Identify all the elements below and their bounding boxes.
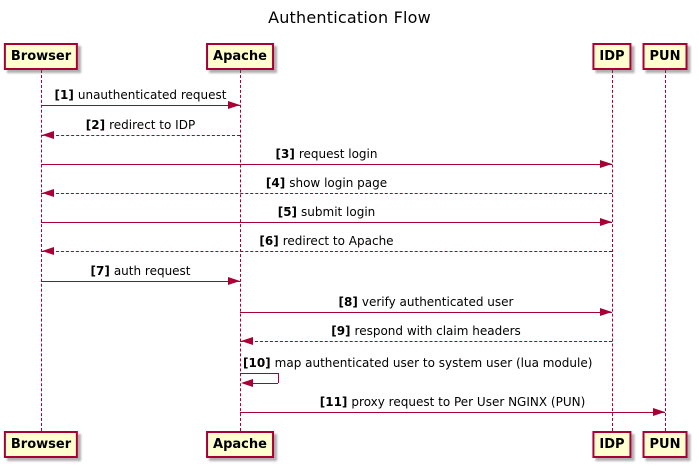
lifeline-browser — [41, 70, 42, 431]
message-number: [11] — [319, 395, 348, 409]
message-label: [6]redirect to Apache — [259, 234, 393, 248]
message-line — [41, 222, 612, 223]
message-arrowhead — [600, 218, 612, 226]
message-arrowhead — [241, 379, 253, 387]
message-label: [11]proxy request to Per User NGINX (PUN… — [320, 395, 586, 409]
message-text: respond with claim headers — [354, 324, 521, 338]
message-label: [3]request login — [276, 147, 378, 161]
message-self-line-right — [278, 373, 279, 383]
message-text: redirect to IDP — [109, 118, 196, 132]
message-line — [41, 164, 612, 165]
lifeline-idp — [612, 70, 613, 431]
diagram-title: Authentication Flow — [268, 8, 431, 27]
message-text: redirect to Apache — [282, 234, 394, 248]
message-line — [240, 412, 665, 413]
message-arrowhead — [42, 189, 54, 197]
message-number: [10] — [243, 356, 271, 370]
message-text: proxy request to Per User NGINX (PUN) — [351, 395, 586, 409]
participant-pun-top: PUN — [642, 43, 688, 70]
message-text: show login page — [289, 176, 388, 190]
message-arrowhead — [653, 408, 665, 416]
message-number: [9] — [331, 324, 351, 338]
message-label: [10]map authenticated user to system use… — [243, 356, 592, 370]
message-label: [8]verify authenticated user — [339, 295, 514, 309]
message-label: [9]respond with claim headers — [331, 324, 521, 338]
message-line — [41, 193, 612, 194]
message-label: [4]show login page — [266, 176, 387, 190]
message-number: [3] — [275, 147, 295, 161]
participant-pun-bottom: PUN — [642, 431, 688, 458]
message-arrowhead — [228, 101, 240, 109]
message-arrowhead — [42, 131, 54, 139]
message-line — [41, 251, 612, 252]
message-line — [240, 312, 612, 313]
message-arrowhead — [241, 337, 253, 345]
message-text: auth request — [113, 264, 191, 278]
lifeline-pun — [665, 70, 666, 431]
participant-apache-top: Apache — [206, 43, 274, 70]
message-text: submit login — [301, 205, 376, 219]
message-label: [2]redirect to IDP — [86, 118, 195, 132]
message-text: request login — [298, 147, 378, 161]
message-text: unauthenticated request — [77, 88, 227, 102]
participant-browser-top: Browser — [3, 43, 79, 70]
message-line — [41, 281, 240, 282]
message-label: [5]submit login — [278, 205, 376, 219]
participant-browser-bottom: Browser — [3, 431, 79, 458]
message-arrowhead — [600, 308, 612, 316]
participant-idp-top: IDP — [592, 43, 632, 70]
message-label: [7]auth request — [90, 264, 190, 278]
message-arrowhead — [600, 160, 612, 168]
message-line — [41, 135, 240, 136]
message-label: [1]unauthenticated request — [55, 88, 227, 102]
message-text: map authenticated user to system user (l… — [274, 356, 593, 370]
message-text: verify authenticated user — [361, 295, 514, 309]
message-line — [240, 341, 612, 342]
message-number: [4] — [265, 176, 286, 190]
message-line — [41, 105, 240, 106]
message-number: [2] — [85, 118, 106, 132]
message-number: [8] — [338, 295, 358, 309]
lifeline-apache — [240, 70, 241, 431]
message-number: [6] — [259, 234, 279, 248]
message-number: [1] — [54, 88, 74, 102]
message-arrowhead — [228, 277, 240, 285]
message-self-line-bottom — [252, 383, 278, 384]
message-number: [5] — [277, 205, 298, 219]
message-number: [7] — [90, 264, 110, 278]
participant-idp-bottom: IDP — [592, 431, 632, 458]
message-self-line-top — [240, 373, 278, 374]
participant-apache-bottom: Apache — [206, 431, 274, 458]
message-arrowhead — [42, 247, 54, 255]
